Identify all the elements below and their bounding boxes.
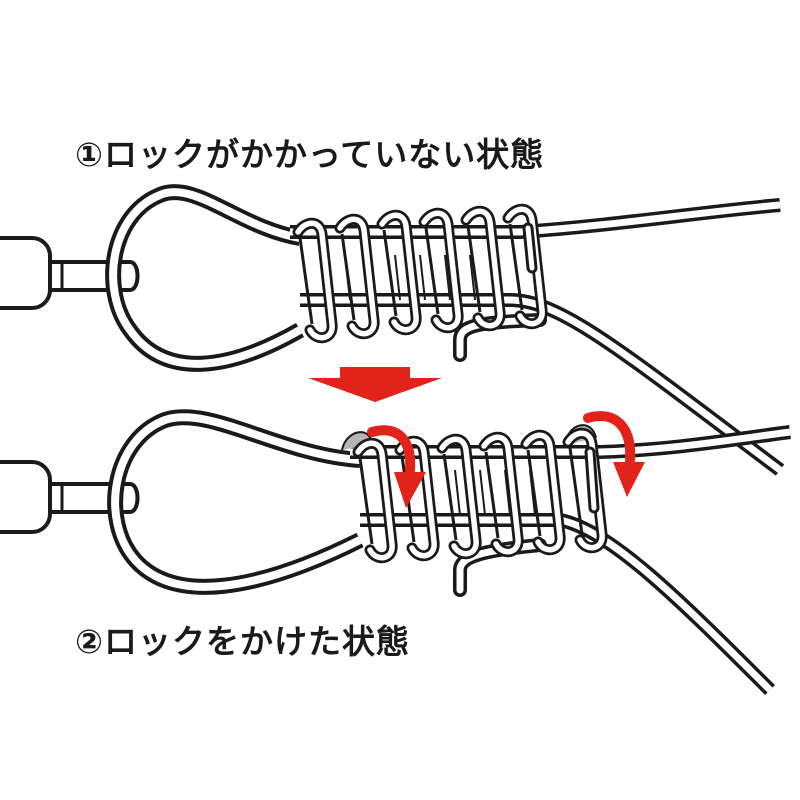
stopper-top xyxy=(0,236,52,310)
caption-unlocked-state: ①ロックがかかっていない状態 xyxy=(75,135,545,174)
snap-unlocked xyxy=(0,184,785,476)
curved-rotation-arrow-icon xyxy=(367,425,426,508)
down-arrow-icon xyxy=(308,367,442,402)
curved-rotation-arrow-icon-2 xyxy=(583,411,645,497)
stopper-bottom xyxy=(0,460,52,534)
snap-locked xyxy=(0,409,791,695)
caption-locked-state: ②ロックをかけた状態 xyxy=(75,622,410,661)
